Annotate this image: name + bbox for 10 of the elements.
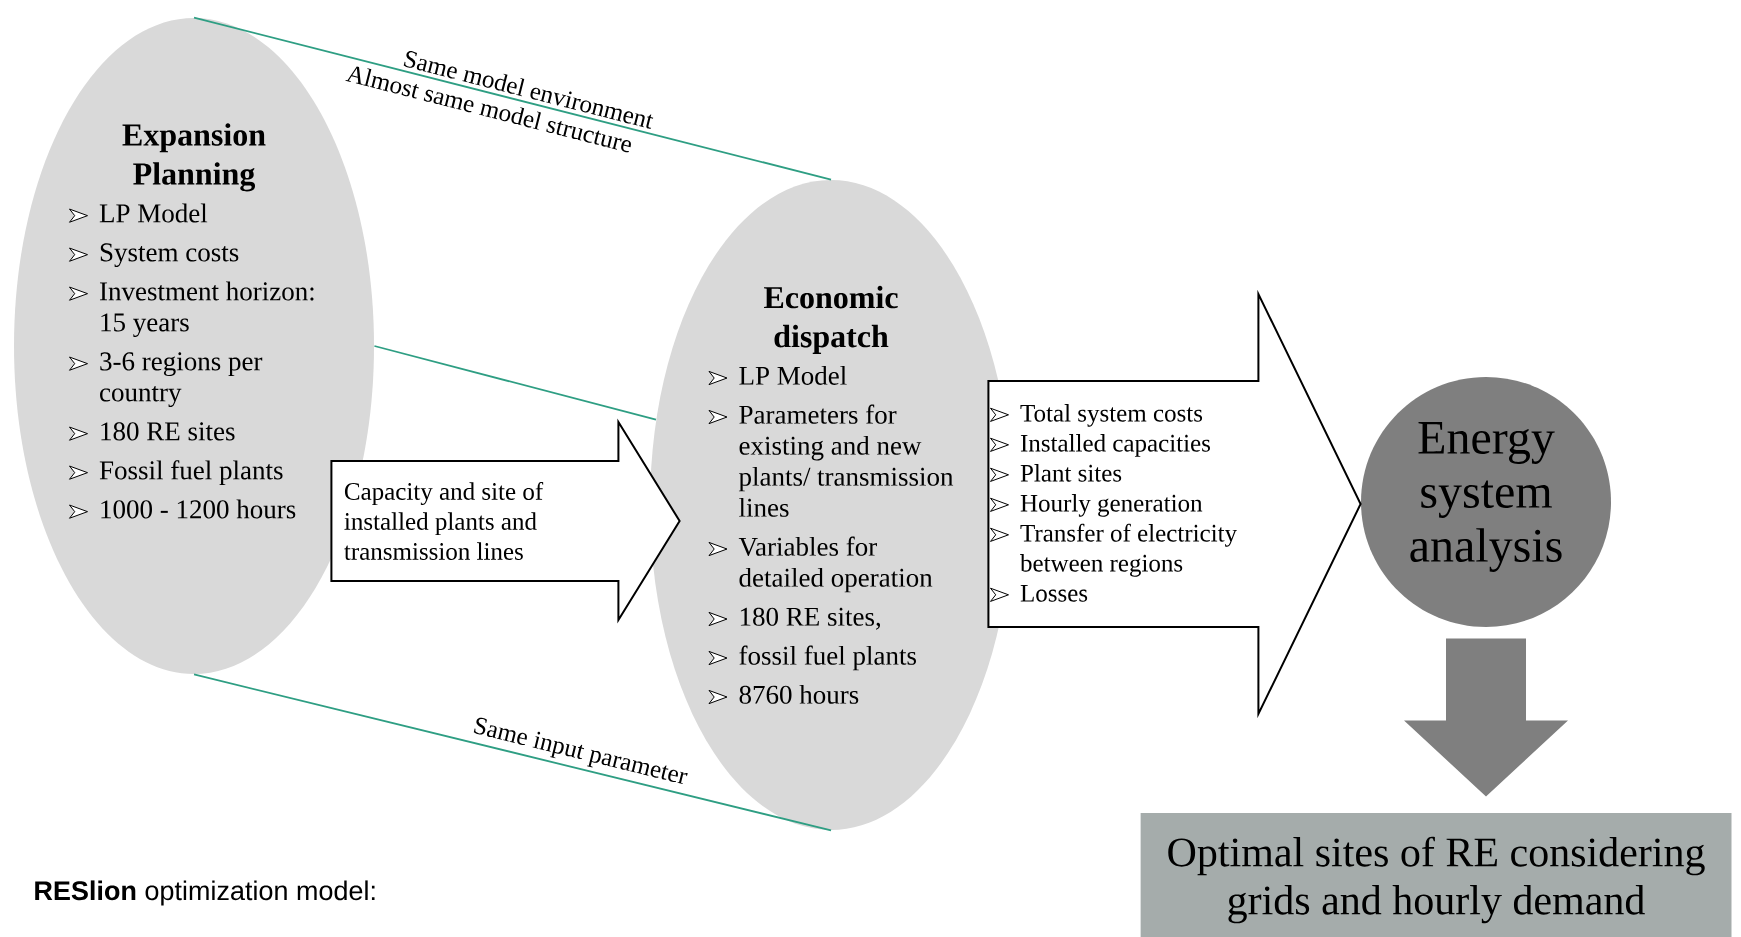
result-box: Optimal sites of RE considering grids and hourly demand [1140,813,1732,937]
block-arrow [1404,638,1568,797]
note-text: RESlion optimization model: [35,880,375,906]
connector-line [193,16,832,181]
connector-line [373,345,657,421]
block-arrow [330,418,681,624]
label: Hourly generation [1020,494,1203,517]
block-arrow [987,289,1362,719]
label: Transfer of electricity between regions [1020,523,1237,577]
connector-line [193,673,832,832]
